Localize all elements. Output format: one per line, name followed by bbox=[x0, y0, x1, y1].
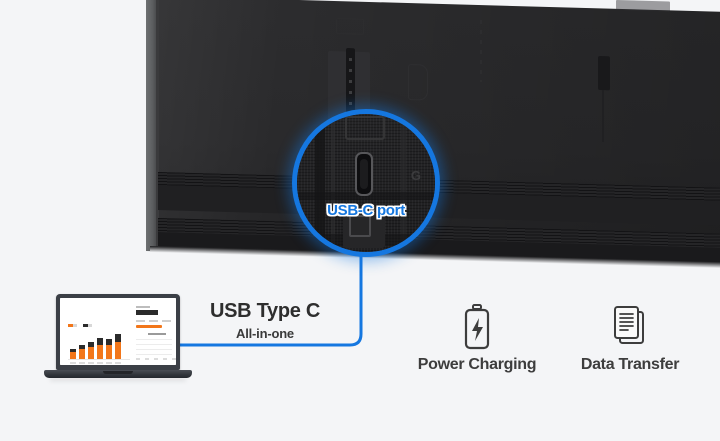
laptop-shadow bbox=[50, 378, 186, 381]
chart-bar bbox=[88, 341, 94, 360]
page-subtitle: All-in-one bbox=[236, 326, 294, 341]
feature-power-charging: Power Charging bbox=[377, 300, 577, 374]
chart-bar-segment-dark bbox=[97, 338, 103, 345]
tv-brand-emboss bbox=[616, 0, 670, 12]
magnifier-content: G bbox=[297, 114, 435, 252]
usb-c-port-magnifier[interactable]: G USB-C port bbox=[292, 109, 440, 257]
feature-caption: Data Transfer bbox=[580, 356, 680, 373]
chart-bar bbox=[79, 345, 85, 359]
summary-progress-secondary bbox=[148, 333, 166, 335]
magnifier-panel-seam bbox=[331, 114, 335, 252]
documents-icon bbox=[530, 300, 720, 356]
magnifier-band-upper bbox=[297, 192, 435, 200]
page-title: USB Type C bbox=[210, 300, 320, 322]
dashboard-summary bbox=[136, 306, 176, 360]
summary-progress-primary bbox=[136, 325, 162, 328]
chart-bar-segment-orange bbox=[97, 345, 103, 359]
tv-port-dots bbox=[349, 58, 352, 117]
summary-rows bbox=[136, 339, 172, 355]
magnifier-upper-port bbox=[345, 116, 385, 140]
chart-bar-segment-dark bbox=[79, 345, 85, 350]
chart-x-axis bbox=[68, 359, 130, 360]
usb-c-slot-icon bbox=[355, 152, 373, 196]
battery-bolt-icon bbox=[377, 300, 577, 356]
summary-ticks bbox=[136, 358, 176, 360]
chart-bar bbox=[97, 338, 103, 359]
magnifier-letter-marking: G bbox=[410, 168, 421, 183]
laptop-screen bbox=[60, 298, 176, 365]
summary-kicker bbox=[136, 306, 150, 308]
tv-seam-dashes bbox=[480, 20, 482, 83]
tv-cable-groove bbox=[602, 90, 604, 143]
laptop-base bbox=[44, 370, 192, 378]
magnifier-panel-seam-right bbox=[401, 114, 406, 252]
tv-cable-clip bbox=[598, 56, 610, 91]
chart-bar-segment-orange bbox=[70, 352, 76, 359]
chart-bar bbox=[70, 348, 76, 359]
usb-c-port-label: USB-C port bbox=[327, 202, 405, 219]
tv-back-edge bbox=[156, 0, 159, 255]
chart-bar-segment-orange bbox=[106, 345, 112, 359]
summary-columns bbox=[136, 320, 172, 322]
dashboard-content bbox=[60, 298, 176, 365]
summary-title bbox=[136, 310, 158, 315]
chart-x-ticks bbox=[70, 362, 130, 364]
chart-legend bbox=[68, 324, 92, 327]
chart-bar-segment-orange bbox=[115, 342, 121, 359]
laptop-device bbox=[44, 294, 192, 386]
tv-small-square-marking bbox=[336, 18, 364, 35]
bar-chart bbox=[68, 324, 132, 364]
feature-data-transfer: Data Transfer bbox=[530, 300, 720, 374]
chart-bar-segment-orange bbox=[79, 349, 85, 359]
chart-bar-segment-dark bbox=[115, 333, 121, 343]
chart-bar bbox=[115, 333, 121, 359]
laptop-lid bbox=[56, 294, 180, 370]
magnifier-lower-port bbox=[343, 208, 385, 248]
chart-bar-segment-orange bbox=[88, 347, 94, 359]
chart-bar-segment-dark bbox=[70, 348, 76, 352]
laptop-notch bbox=[103, 371, 133, 374]
feature-caption: Power Charging bbox=[417, 356, 537, 373]
chart-bar-segment-dark bbox=[88, 341, 94, 348]
tv-logo-emboss bbox=[408, 64, 428, 101]
chart-bars bbox=[70, 331, 130, 359]
chart-bar-segment-dark bbox=[106, 338, 112, 345]
chart-bar bbox=[106, 338, 112, 359]
magnifier-panel-column bbox=[315, 114, 325, 252]
